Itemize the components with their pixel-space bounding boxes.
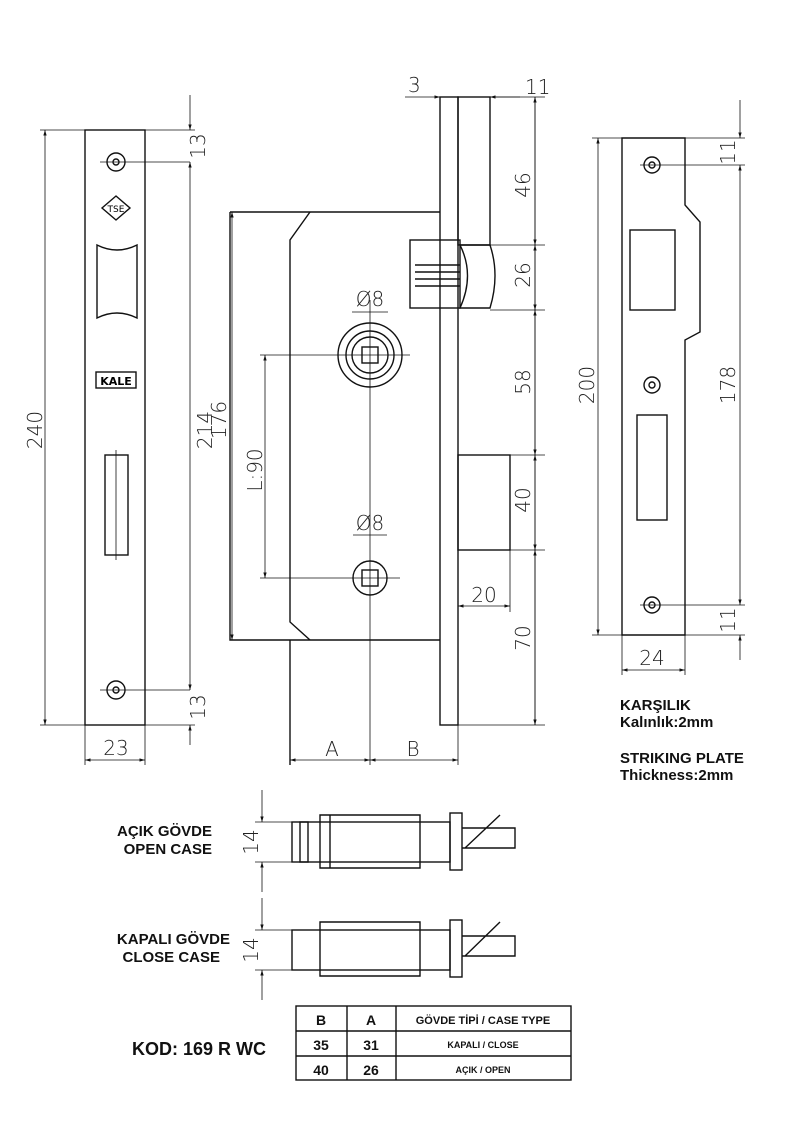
dim-faceplate-width: 23	[103, 736, 128, 760]
closed-case-label-en: CLOSE CASE	[122, 949, 220, 966]
latch-slot	[104, 454, 129, 556]
tse-logo: TSE	[100, 195, 132, 221]
dim-spindle-diameter: Ø8	[356, 287, 384, 311]
table-cell: 26	[363, 1062, 379, 1078]
product-code: KOD: 169 R WC	[132, 1039, 266, 1059]
closed-case-label-tr: KAPALI GÖVDE	[117, 931, 230, 948]
case-inner-edge	[289, 211, 311, 641]
kale-logo: KALE	[95, 371, 137, 389]
forend	[439, 96, 459, 726]
bolt-opening	[636, 414, 668, 521]
striking-thickness-tr: Kalınlık:2mm	[620, 714, 713, 731]
dim-right: 46	[511, 172, 535, 197]
dim-striking-hole-span: 178	[716, 366, 740, 404]
dim-bolt-throw: 20	[471, 583, 496, 607]
table-cell: 31	[363, 1037, 379, 1053]
table-cell: 35	[313, 1037, 329, 1053]
side-view-closed: 14 KAPALI GÖVDE CLOSE CASE	[117, 898, 516, 1000]
dim-faceplate-hole-span: 214	[193, 411, 217, 449]
striking-plate-outline	[621, 137, 701, 636]
faceplate-view: TSE KALE 240 214 13 13 23	[23, 95, 217, 765]
dim-faceplate-top: 13	[186, 133, 210, 158]
table-header: GÖVDE TİPİ / CASE TYPE	[416, 1014, 550, 1027]
svg-text:KALE: KALE	[100, 375, 132, 388]
screw-hole-icon	[640, 596, 745, 614]
dim-faceplate-bottom: 13	[186, 694, 210, 719]
striking-thickness-en: Thickness:2mm	[620, 767, 733, 784]
table-header: A	[366, 1012, 376, 1028]
dim-striking-height: 200	[575, 366, 599, 404]
side-view-open: 14 AÇIK GÖVDE OPEN CASE	[117, 790, 516, 892]
svg-text:TSE: TSE	[107, 205, 125, 215]
dim-striking-top: 11	[716, 139, 740, 164]
screw-hole-icon	[100, 152, 190, 172]
open-case-label-tr: AÇIK GÖVDE	[117, 823, 212, 840]
dim-right: 58	[511, 369, 535, 394]
dim-body-height: 176	[207, 401, 231, 439]
latch-opening	[629, 229, 676, 311]
case-type-table: B A GÖVDE TİPİ / CASE TYPE 35 31 KAPALI …	[295, 1005, 572, 1081]
dim-closed-thickness: 14	[239, 937, 263, 962]
dim-backset-a: A	[325, 737, 339, 761]
dim-backset-b: B	[406, 737, 419, 761]
case-outline	[229, 211, 440, 641]
lock-body-view: Ø8 Ø8 L:90 176 3 11 46 26 58 40 70 20 A	[207, 73, 550, 765]
dim-open-thickness: 14	[239, 829, 263, 854]
dim-bolt-width: 11	[525, 75, 550, 99]
dim-striking-bottom: 11	[716, 607, 740, 632]
dim-striking-width: 24	[639, 646, 664, 670]
dim-faceplate-height: 240	[23, 411, 47, 449]
dim-cylinder-diameter: Ø8	[356, 511, 384, 535]
dim-centre-distance: L:90	[243, 448, 267, 491]
table-header: B	[316, 1012, 326, 1028]
open-case-label-en: OPEN CASE	[124, 841, 212, 858]
handle-cutout	[96, 243, 138, 320]
striking-plate-view: 200 178 11 11 24 KARŞILIK Kalınlık:2mm S…	[575, 100, 745, 784]
latch-bolt	[409, 239, 496, 309]
dim-right: 40	[511, 487, 535, 512]
faceplate-outline	[84, 129, 146, 726]
table-cell: 40	[313, 1062, 329, 1078]
table-cell: KAPALI / CLOSE	[447, 1040, 518, 1050]
dim-right: 26	[511, 262, 535, 287]
screw-hole-icon	[100, 680, 190, 700]
dim-right: 70	[511, 625, 535, 650]
screw-hole-icon	[643, 376, 661, 394]
dim-top-gap: 3	[408, 73, 421, 97]
screw-hole-icon	[640, 156, 745, 174]
deadbolt	[457, 454, 511, 551]
striking-title-tr: KARŞILIK	[620, 697, 691, 714]
deadbolt-top	[457, 96, 491, 246]
table-cell: AÇIK / OPEN	[455, 1065, 510, 1075]
striking-title-en: STRIKING PLATE	[620, 750, 744, 767]
